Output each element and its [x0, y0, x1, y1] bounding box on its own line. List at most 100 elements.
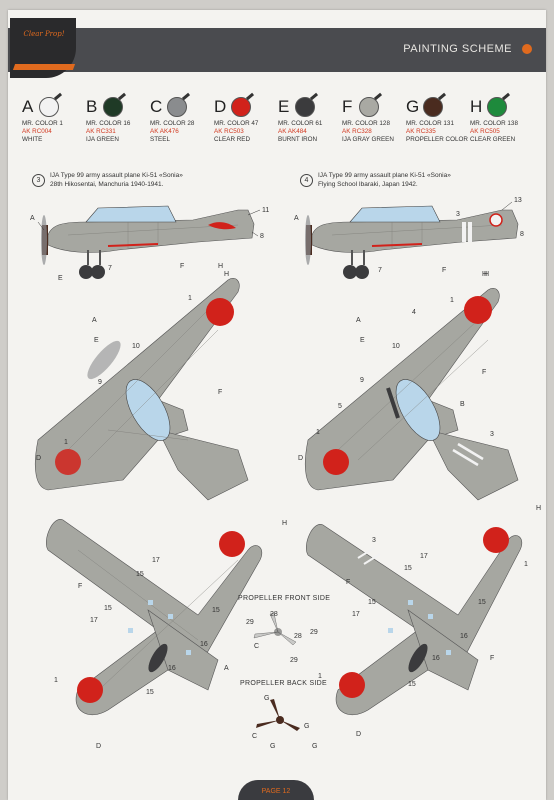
callout-9b: 9 — [360, 377, 364, 384]
page-header: PAINTING SCHEME — [8, 28, 546, 72]
callout-7b: 7 — [378, 267, 382, 274]
ak-color-code: AK RC335 — [406, 128, 436, 135]
callout-Fc: F — [78, 583, 82, 590]
callout-15b: 15 — [104, 605, 112, 612]
swatch-letter: H — [470, 97, 483, 116]
callout-28b: 28 — [294, 633, 302, 640]
brand-logo: Clear Prop! — [10, 18, 76, 78]
bottom-view-scheme-4 — [306, 524, 523, 715]
scheme-4-number: 4 — [300, 174, 313, 187]
callout-16a: 16 — [200, 641, 208, 648]
callout-8: 8 — [260, 233, 264, 240]
callout-15a: 15 — [136, 571, 144, 578]
paint-dot-icon — [359, 97, 379, 117]
swatch-letter: B — [86, 97, 98, 116]
ak-color-code: AK RC331 — [86, 128, 116, 135]
callout-16d: 16 — [432, 655, 440, 662]
scheme-3-caption: IJA Type 99 army assault plane Ki-51 «So… — [50, 172, 183, 189]
callout-29c: 29 — [290, 657, 298, 664]
side-view-scheme-3 — [41, 205, 255, 279]
scheme-3-line2: 28th Hikosentai, Manchuria 1940-1941. — [50, 180, 164, 188]
swatch-header: D — [214, 94, 276, 120]
callout-Gc: G — [304, 723, 309, 730]
aircraft-drawings: .body { fill:#a6a7a1; stroke:#555; strok… — [30, 197, 541, 750]
side-view-scheme-4-callouts: A 3 13 8 7 F H — [294, 197, 524, 278]
instruction-page: PAINTING SCHEME Clear Prop! A MR. COLOR 1… — [8, 10, 546, 800]
swatch-header: F — [342, 94, 404, 120]
callout-29b: 29 — [310, 629, 318, 636]
callout-Dc: D — [96, 743, 101, 750]
callout-Ac: A — [224, 665, 229, 672]
mr-color-code: MR. COLOR 16 — [86, 120, 131, 127]
callout-15c: 15 — [212, 607, 220, 614]
callout-10b: 10 — [392, 343, 400, 350]
page-footer: PAGE 12 — [238, 780, 314, 800]
mr-color-code: MR. COLOR 128 — [342, 120, 390, 127]
callout-Aa: A — [92, 317, 97, 324]
paint-dot-icon — [103, 97, 123, 117]
callout-11: 11 — [262, 207, 269, 214]
paint-dot-icon — [39, 97, 59, 117]
mr-color-code: MR. COLOR 1 — [22, 120, 63, 127]
callout-A: A — [30, 215, 35, 222]
color-name: BURNT IRON — [278, 136, 318, 143]
ak-color-code: AK RC328 — [342, 128, 372, 135]
callout-Ab: A — [356, 317, 361, 324]
ak-color-code: AK RC004 — [22, 128, 52, 135]
swatch-header: H — [470, 94, 532, 120]
page-number: PAGE 12 — [261, 788, 291, 795]
swatch-letter: C — [150, 97, 163, 116]
callout-1b: 1 — [64, 439, 68, 446]
top-view-scheme-4 — [305, 288, 519, 501]
callout-Ea: E — [94, 337, 99, 344]
side-view-scheme-3-callouts: A E 7 11 8 F H — [30, 207, 269, 282]
section-title: PAINTING SCHEME — [403, 43, 512, 55]
callout-10a: 10 — [132, 343, 140, 350]
callout-1e: 1 — [54, 677, 58, 684]
callout-Cg: C — [252, 733, 257, 740]
callout-Fd: F — [346, 579, 350, 586]
callout-Hd: H — [536, 505, 541, 512]
color-name: CLEAR RED — [214, 136, 251, 143]
callout-B: B — [460, 401, 465, 408]
callout-15h: 15 — [408, 681, 416, 688]
bottom-view-scheme-3 — [46, 519, 263, 715]
callout-7: 7 — [108, 265, 112, 272]
callout-1c: 1 — [450, 297, 454, 304]
swatch-header: E — [278, 94, 340, 120]
swatch-header: C — [150, 94, 212, 120]
callout-1d: 1 — [316, 429, 320, 436]
callout-H: H — [224, 271, 229, 278]
callout-9a: 9 — [98, 379, 102, 386]
callout-F: F — [180, 263, 184, 270]
callout-15f: 15 — [368, 599, 376, 606]
color-name: WHITE — [22, 136, 43, 143]
bottom-view-scheme-3-callouts: H 17 15 F 15 17 15 16 16 15 A 1 D — [54, 520, 287, 750]
callout-5: 5 — [338, 403, 342, 410]
top-view-scheme-3-callouts: 1 H A E 10 9 F 1 D — [36, 263, 223, 462]
swatch-letter: E — [278, 97, 290, 116]
callout-15g: 15 — [478, 599, 486, 606]
scheme-4-line1: IJA Type 99 army assault plane Ki-51 «So… — [318, 172, 451, 179]
callout-16b: 16 — [168, 665, 176, 672]
callout-Fe: F — [490, 655, 494, 662]
header-dot-icon — [522, 44, 532, 54]
scheme-3-line1: IJA Type 99 army assault plane Ki-51 «So… — [50, 172, 183, 179]
color-name: PROPELLER COLOR — [406, 136, 468, 143]
callout-Db: D — [298, 455, 303, 462]
callout-15e: 15 — [404, 565, 412, 572]
callout-E: E — [58, 275, 63, 282]
logo-text: Clear Prop! — [23, 30, 65, 38]
scheme-4-caption: IJA Type 99 army assault plane Ki-51 «So… — [318, 172, 451, 189]
swatch-header: B — [86, 94, 148, 120]
mr-color-code: MR. COLOR 47 — [214, 120, 259, 127]
callout-Dd: D — [356, 731, 361, 738]
callout-15d: 15 — [146, 689, 154, 696]
callout-Da: D — [36, 455, 41, 462]
callout-Hc: H — [282, 520, 287, 527]
